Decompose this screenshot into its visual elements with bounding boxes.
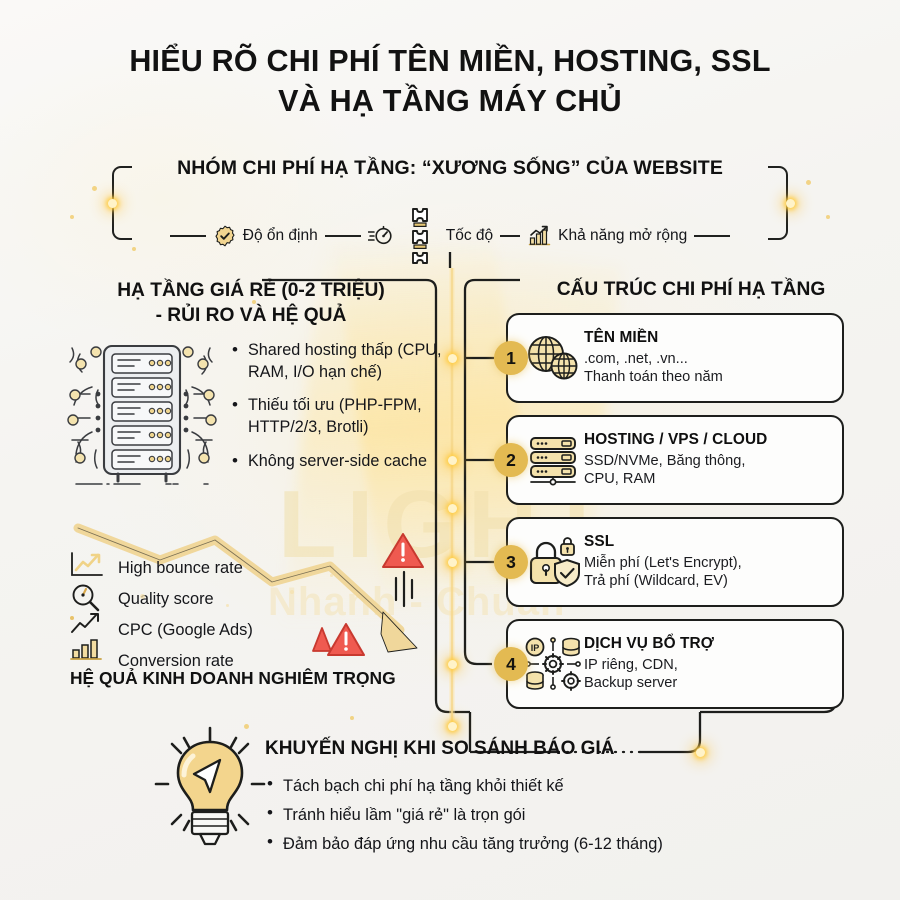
feature-scalability: Khả năng mở rộng (527, 224, 687, 248)
cost-card-domain[interactable]: TÊN MIỀN .com, .net, .vn... Thanh toán t… (506, 313, 844, 403)
metric-cpc: CPC (Google Ads) (118, 621, 253, 640)
card-number-4: 4 (494, 647, 528, 681)
metric-quality-score: Quality score (118, 590, 214, 609)
right-section-heading: CẤU TRÚC CHI PHÍ HẠ TẦNG (556, 279, 826, 300)
pipe-connector-icon (398, 207, 442, 265)
left-metrics-list: High bounce rate Quality score CPC (Goog… (118, 553, 348, 677)
card-number-3: 3 (494, 545, 528, 579)
badge-check-icon (215, 225, 235, 247)
glow-node-4 (448, 660, 457, 669)
sparkle-f (244, 724, 249, 729)
glow-dot-bracket-right (786, 199, 795, 208)
lightbulb-idea-icon (154, 726, 266, 846)
sparkle-a (92, 186, 97, 191)
left-bullet-3: Không server-side cache (232, 450, 442, 473)
left-risk-bullets: Shared hosting thấp (CPU, RAM, I/O hạn c… (232, 339, 442, 485)
ip-gear-database-icon: IP (522, 637, 584, 691)
feature-strip: Độ ổn định Tốc độ (0, 207, 900, 265)
left-bullet-2: Thiếu tối ưu (PHP-FPM, HTTP/2/3, Brotli) (232, 394, 442, 438)
bottom-bullet-2: Tránh hiểu lầm "giá rẻ" là trọn gói (266, 801, 866, 830)
card-4-title: DỊCH VỤ BỔ TRỢ (584, 635, 714, 653)
left-bullet-1: Shared hosting thấp (CPU, RAM, I/O hạn c… (232, 339, 442, 383)
sparkle-h (252, 300, 256, 304)
strip-dash-3 (500, 235, 521, 237)
sparkle-i (140, 594, 145, 599)
bar-chart-growth-icon (528, 225, 551, 246)
glow-node-2 (448, 456, 457, 465)
bottom-recommendation-list: Tách bạch chi phí hạ tầng khỏi thiết kế … (266, 772, 866, 859)
sparkle-c (806, 180, 811, 185)
line-chart-up-icon (71, 552, 103, 576)
strip-dash (169, 235, 206, 237)
bottom-bullet-3: Đảm bảo đáp ứng nhu cầu tăng trưởng (6-1… (266, 830, 866, 859)
feature-speed: Tốc độ (446, 227, 493, 245)
card-3-sub-2: Trả phí (Wildcard, EV) (584, 573, 728, 590)
card-2-title: HOSTING / VPS / CLOUD (584, 431, 768, 449)
trend-arrow-icon (70, 613, 99, 633)
title-line-1: HIỂU RÕ CHI PHÍ TÊN MIỀN, HOSTING, SSL (129, 44, 771, 78)
sparkle-j (290, 590, 294, 594)
card-1-sub-2: Thanh toán theo năm (584, 369, 723, 386)
sparkle-l (226, 604, 229, 607)
sparkle-k (330, 574, 333, 577)
speedometer-icon (367, 225, 392, 245)
sparkle-g (350, 716, 354, 720)
card-number-2: 2 (494, 443, 528, 477)
sparkle-d (826, 215, 830, 219)
title-line-2: VÀ HẠ TẦNG MÁY CHỦ (278, 83, 622, 118)
glow-node-bottom (448, 722, 457, 731)
feature-stability-label: Độ ổn định (242, 227, 318, 244)
card-1-sub-1: .com, .net, .vn... (584, 350, 688, 367)
bottom-bullet-1: Tách bạch chi phí hạ tầng khỏi thiết kế (266, 772, 866, 801)
globe-domain-icon (522, 332, 584, 384)
glow-dot-bracket-left (108, 199, 117, 208)
page-title: HIỂU RÕ CHI PHÍ TÊN MIỀN, HOSTING, SSL V… (0, 42, 900, 121)
magnifier-gauge-icon (72, 584, 100, 612)
metric-conversion-rate: Conversion rate (118, 652, 234, 671)
cost-card-addons[interactable]: IP (506, 619, 844, 709)
server-rack-icon (67, 344, 217, 485)
cost-card-ssl[interactable]: SSL Miễn phí (Let's Encrypt), Trả phí (W… (506, 517, 844, 607)
feature-scalability-label: Khả năng mở rộng (558, 227, 688, 244)
padlock-shield-icon (522, 536, 584, 588)
cost-card-hosting[interactable]: HOSTING / VPS / CLOUD SSD/NVMe, Băng thô… (506, 415, 844, 505)
bar-chart-icon (70, 639, 102, 660)
feature-stability: Độ ổn định (213, 224, 318, 248)
sparkle-b (132, 247, 136, 251)
card-2-sub-1: SSD/NVMe, Băng thông, (584, 452, 746, 469)
glow-node-mid (448, 504, 457, 513)
feature-speed-label: Tốc độ (445, 227, 494, 244)
card-3-title: SSL (584, 533, 615, 551)
glow-node-3 (448, 558, 457, 567)
left-heading-line-2: - RỦI RO VÀ HỆ QUẢ (155, 305, 347, 327)
strip-dash-2 (324, 235, 361, 237)
warning-triangle-icon-small (312, 623, 365, 656)
subtitle: NHÓM CHI PHÍ HẠ TẦNG: “XƯƠNG SỐNG” CỦA W… (177, 157, 723, 179)
left-heading-line-1: HẠ TẦNG GIÁ RẺ (0-2 TRIỆU) (117, 280, 385, 301)
card-4-sub-1: IP riêng, CDN, (584, 656, 678, 673)
strip-dash-4 (694, 235, 731, 237)
glow-node-right-bottom (696, 748, 705, 757)
card-number-1: 1 (494, 341, 528, 375)
metric-bounce-rate: High bounce rate (118, 559, 243, 578)
card-4-sub-2: Backup server (584, 675, 678, 692)
sparkle-e (70, 215, 74, 219)
left-section-heading: HẠ TẦNG GIÁ RẺ (0-2 TRIỆU) - RỦI RO VÀ H… (66, 278, 436, 329)
svg-text:IP: IP (531, 643, 540, 653)
card-3-sub-1: Miễn phí (Let's Encrypt), (584, 554, 742, 571)
card-2-sub-2: CPU, RAM (584, 471, 656, 488)
consequence-heading: HỆ QUẢ KINH DOANH NGHIÊM TRỌNG (70, 668, 396, 688)
server-stack-icon (522, 434, 584, 486)
glow-node-1 (448, 354, 457, 363)
bottom-heading: KHUYẾN NGHỊ KHI SO SÁNH BÁO GIÁ (265, 738, 615, 759)
card-1-title: TÊN MIỀN (584, 329, 659, 347)
warning-triangle-icon-large (382, 533, 424, 568)
